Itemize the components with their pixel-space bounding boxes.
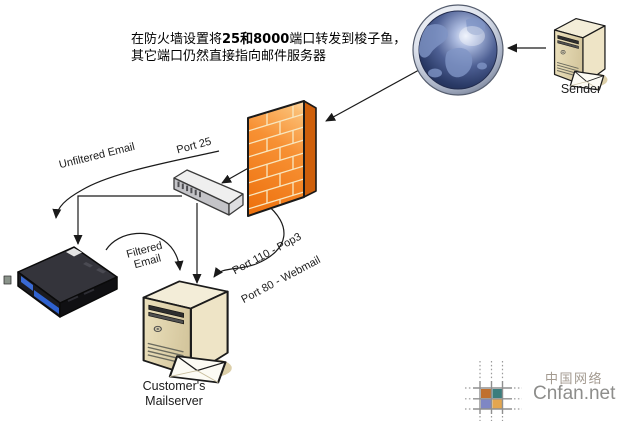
mailserver-label: Customer's Mailserver <box>143 379 206 409</box>
sender-computer-icon <box>553 17 609 91</box>
firewall-icon <box>247 100 317 217</box>
mailserver-icon <box>142 280 233 384</box>
mailserver-label-line1: Customer's <box>142 379 206 393</box>
appliance-led <box>3 275 12 285</box>
annotation-ports-bold: 25和8000 <box>222 32 290 47</box>
watermark-cn-text: 中国网络 <box>545 372 604 387</box>
arrow-switch-to-appliance <box>73 195 182 245</box>
arrow-unfiltered-email <box>52 150 220 219</box>
watermark-site-text: Cnfan.net <box>533 383 616 404</box>
firewall-config-annotation: 在防火墙设置将25和8000端口转发到梭子鱼， 其它端口仍然直接指向邮件服务器 <box>131 32 421 65</box>
arrow-internet-to-firewall <box>325 69 420 122</box>
network-switch-icon <box>173 169 244 216</box>
sender-label: Sender <box>560 82 602 96</box>
arrow-firewall-to-mailserver-ports <box>213 202 285 278</box>
annotation-line2: 其它端口仍然直接指向邮件服务器 <box>131 48 327 64</box>
spam-filter-appliance-icon <box>3 246 118 318</box>
cnfan-logo-icon <box>465 361 522 421</box>
mailserver-label-line2: Mailserver <box>145 394 203 408</box>
internet-globe-icon <box>412 4 504 96</box>
arrow-filtered-email <box>105 232 184 271</box>
annotation-line1-post: 端口转发到梭子鱼， <box>289 32 407 47</box>
annotation-line1-pre: 在防火墙设置将 <box>131 32 223 47</box>
